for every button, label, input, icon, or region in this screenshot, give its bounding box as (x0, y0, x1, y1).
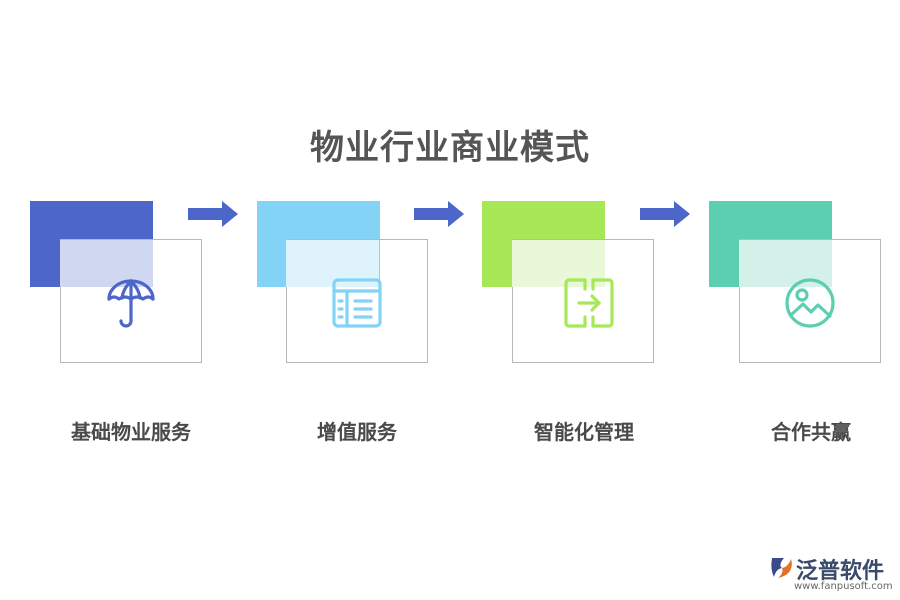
overlap-area (739, 240, 832, 287)
logo-name: 泛普软件 (796, 559, 885, 584)
step-label: 增值服务 (317, 420, 397, 444)
frame-box (512, 239, 654, 363)
brand-logo: 泛普软件 www.fanpusoft.com (768, 553, 893, 597)
arrow-right-icon (188, 201, 238, 227)
logo-mark-icon (768, 555, 794, 581)
frame-box (60, 239, 202, 363)
frame-box (739, 239, 881, 363)
page-title: 物业行业商业模式 (310, 128, 590, 168)
arrow-right-icon (640, 201, 690, 227)
image-icon (782, 275, 838, 331)
logo-url: www.fanpusoft.com (794, 581, 893, 592)
transfer-icon (561, 275, 617, 331)
list-icon (329, 275, 385, 331)
arrow-right-icon (414, 201, 464, 227)
overlap-area (512, 240, 605, 287)
frame-box (286, 239, 428, 363)
step-label: 基础物业服务 (71, 420, 191, 444)
step-label: 合作共赢 (771, 420, 851, 444)
overlap-area (60, 240, 153, 287)
umbrella-icon (103, 275, 159, 331)
step-label: 智能化管理 (534, 420, 634, 444)
